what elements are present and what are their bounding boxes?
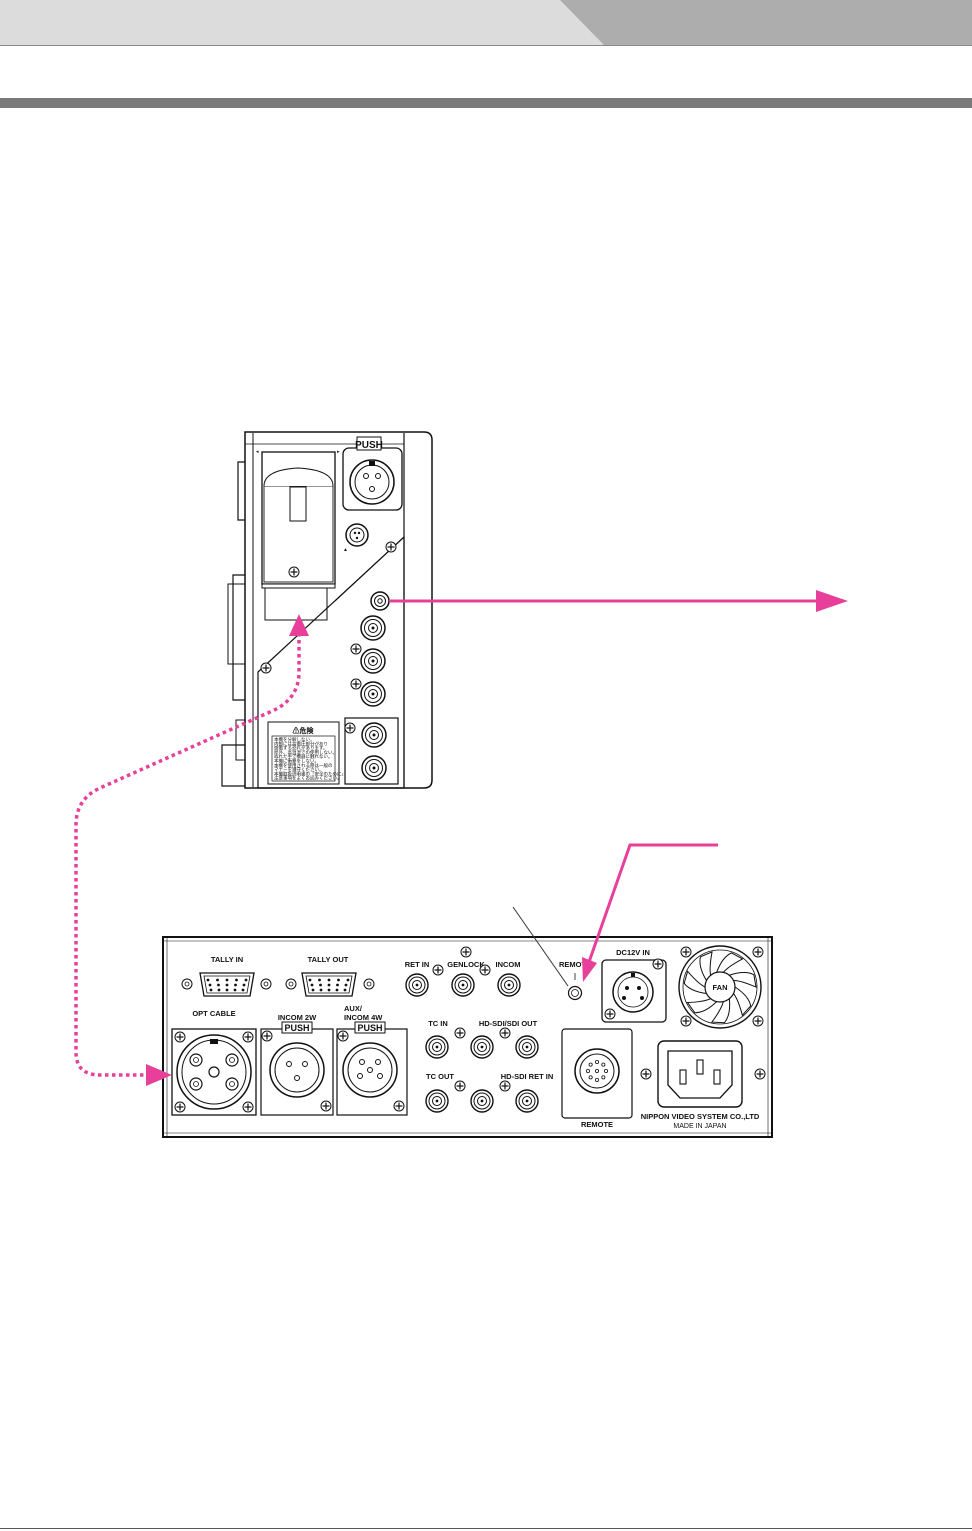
incom-4w-connector: PUSH [336, 1021, 408, 1116]
caution-title: ⚠危険 [293, 726, 315, 735]
header-rule [0, 98, 972, 108]
head-bnc-4 [361, 722, 387, 748]
head-push-label: PUSH [355, 440, 383, 451]
tc-out-bnc [425, 1089, 449, 1113]
fan-icon: FAN [678, 945, 764, 1029]
hd-sdi-ret-in-bnc-1 [470, 1089, 494, 1113]
hd-sdi-ret-in-bnc-2 [515, 1089, 539, 1113]
incom-4w-push-label: PUSH [357, 1023, 382, 1033]
dc12v-in-connector [601, 958, 667, 1023]
caution-line: 本機を使用される際は一般の [274, 762, 333, 769]
opt-cable-connector [171, 1028, 257, 1116]
incom-bnc [497, 973, 521, 997]
caution-line: 本機を分解しない。 [274, 736, 315, 743]
head-small-round-connector: ▲ [343, 523, 369, 553]
incom-2w-connector: PUSH [260, 1021, 334, 1116]
aux-label: AUX/ [344, 1004, 363, 1013]
hd-sdi-out-bnc-2 [515, 1035, 539, 1059]
camera-head-unit: ◂ ▸ PUSH [221, 431, 433, 789]
caution-line: 本機に衝撃をしない。 [274, 758, 319, 765]
tally-out-label: TALLY OUT [308, 955, 349, 964]
ac-power-inlet [640, 1040, 766, 1108]
opt-cable-connection-arrow [74, 614, 309, 1086]
head-bnc-3 [360, 681, 386, 707]
head-bnc-1 [360, 615, 386, 641]
made-in-label: MADE IN JAPAN [673, 1123, 726, 1130]
genlock-label: GENLOCK [447, 960, 485, 969]
dc12v-in-label: DC12V IN [616, 948, 650, 957]
base-unit-rear-panel: TALLY IN TALLY OUT RET IN GENLOCK INCOM … [162, 936, 773, 1138]
svg-text:◂: ◂ [256, 449, 259, 455]
incom-4w-label: INCOM 4W [344, 1013, 383, 1022]
manufacturer-label: NIPPON VIDEO SYSTEM CO.,LTD [641, 1112, 760, 1121]
caution-line: 注意事項をよくお読みください。 [274, 775, 342, 782]
header-band [0, 0, 972, 46]
head-caution-label: ⚠危険 本機を分解しない。内部には高電圧部分があり感電する恐れがあります。屋外、… [267, 721, 346, 785]
caution-line: 屋外、高温湿での使用しない。 [274, 749, 337, 756]
ret-in-label: RET IN [405, 960, 430, 969]
genlock-bnc [451, 973, 475, 997]
head-left-rail [237, 461, 245, 521]
tc-out-label: TC OUT [426, 1072, 454, 1081]
caution-line: マナーを遵守ください。 [274, 766, 324, 773]
head-bnc-2 [360, 648, 386, 674]
tally-in-pins [206, 978, 248, 992]
head-remote-jack [370, 591, 390, 611]
footer-rule [0, 1528, 972, 1529]
fan-label: FAN [713, 983, 728, 992]
tally-in-connector: TALLY IN [181, 955, 272, 997]
remote-top-label: REMOTE [559, 960, 591, 969]
head-bnc-5 [361, 755, 387, 781]
hd-sdi-out-bnc-1 [470, 1035, 494, 1059]
tc-in-bnc [425, 1035, 449, 1059]
caution-line: 本機取扱説明書の「安全のために」 [274, 770, 346, 777]
incom-2w-label: INCOM 2W [278, 1013, 317, 1022]
caution-line: 内部には高電圧部分があり [274, 740, 328, 747]
hd-sdi-out-label: HD-SDI/SDI OUT [479, 1019, 538, 1028]
remote-output-arrow [389, 590, 848, 612]
caution-line: ぬれた手で機器に触れない。 [274, 753, 333, 760]
svg-text:▲: ▲ [343, 547, 348, 553]
remote-bottom-label: REMOTE [581, 1120, 613, 1129]
incom-2w-push-label: PUSH [284, 1023, 309, 1033]
opt-cable-label: OPT CABLE [192, 1009, 235, 1018]
svg-text:▸: ▸ [337, 449, 340, 455]
tally-in-label: TALLY IN [211, 955, 243, 964]
hd-sdi-ret-in-label: HD-SDI RET IN [501, 1072, 554, 1081]
header-band-graphic [0, 0, 972, 46]
remote-multipin-connector: REMOTE [561, 1028, 633, 1129]
head-xlr-connector: PUSH [342, 436, 403, 511]
remote-lamp-pointer [582, 843, 718, 982]
remote-lamp-leader-line [512, 906, 569, 987]
ret-in-bnc [405, 973, 429, 997]
remote-lamp [567, 985, 583, 1001]
tally-out-connector: TALLY OUT [285, 955, 375, 997]
tc-in-label: TC IN [428, 1019, 448, 1028]
incom-label: INCOM [496, 960, 521, 969]
caution-line: 感電する恐れがあります。 [274, 745, 328, 752]
